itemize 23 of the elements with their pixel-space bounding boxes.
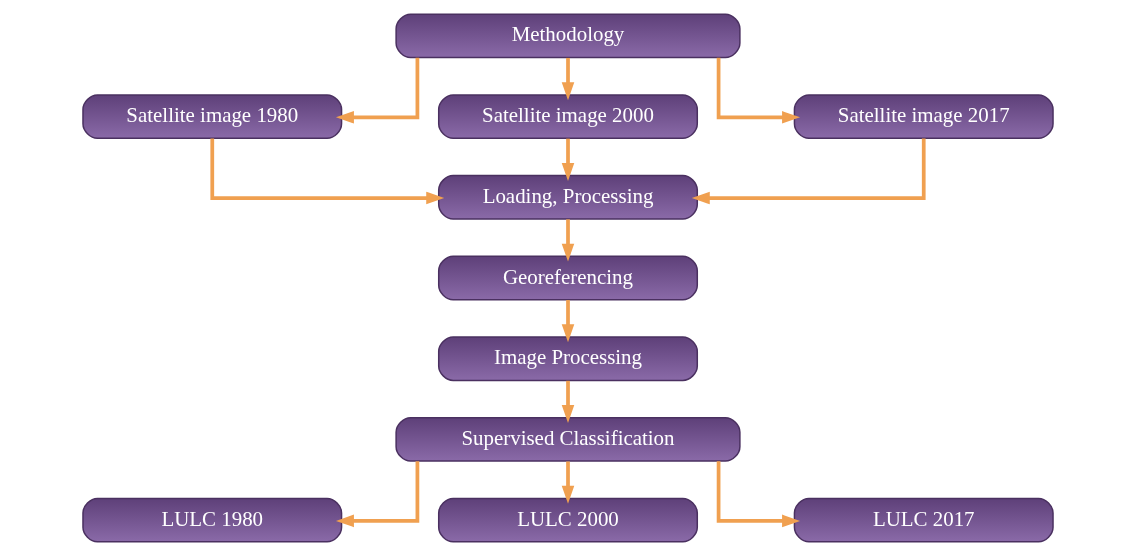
node-box: Georeferencing <box>437 255 699 301</box>
node-box: Methodology <box>395 13 741 59</box>
arrow <box>335 57 420 124</box>
node-box: Supervised Classification <box>395 417 741 462</box>
node-box: LULC 1980 <box>82 497 343 543</box>
arrow <box>561 461 575 504</box>
node-box: Loading, Processing <box>437 174 699 220</box>
node-box: Image Processing <box>437 336 699 382</box>
arrow <box>716 461 801 528</box>
node-box: Satellite image 2017 <box>793 94 1054 139</box>
arrow <box>691 138 926 205</box>
arrow <box>561 300 575 343</box>
node-box: Satellite image 1980 <box>82 94 343 139</box>
arrow <box>561 138 575 181</box>
node-box: LULC 2017 <box>793 497 1054 543</box>
arrow <box>561 380 575 424</box>
node-box: LULC 2000 <box>437 497 699 543</box>
arrow <box>335 461 420 528</box>
arrow <box>561 219 575 262</box>
arrow <box>210 138 445 205</box>
arrow <box>561 57 575 101</box>
arrow <box>716 57 801 124</box>
node-box: Satellite image 2000 <box>437 94 699 139</box>
